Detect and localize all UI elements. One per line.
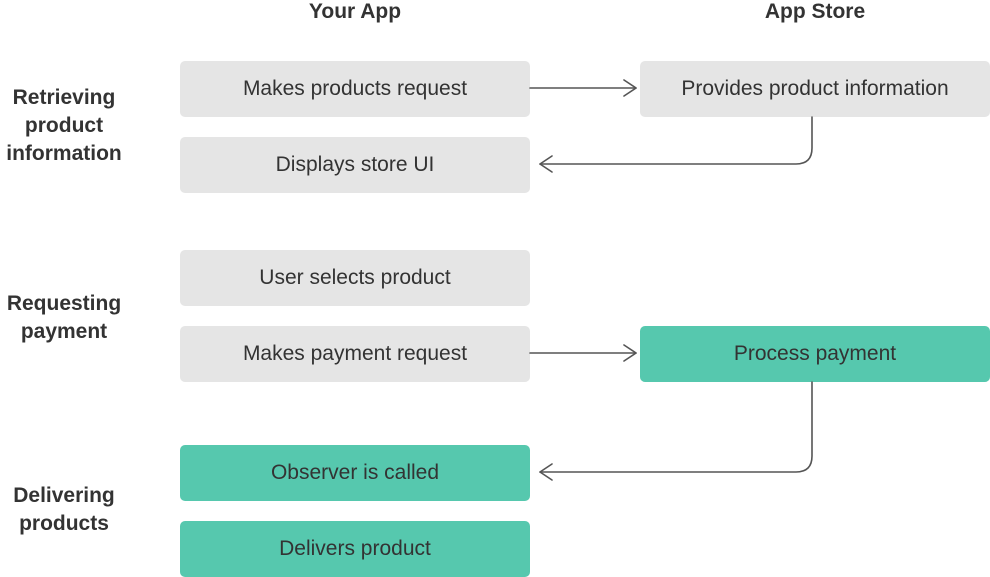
arrow-head — [623, 79, 637, 97]
arrow-head — [539, 463, 553, 481]
box-makes-products-request: Makes products request — [180, 61, 530, 117]
box-delivers-product: Delivers product — [180, 521, 530, 577]
arrow-process-to-observer — [539, 381, 813, 473]
section-label-line: products — [19, 512, 109, 535]
section-label-line: information — [6, 142, 122, 165]
box-user-selects-product: User selects product — [180, 250, 530, 306]
section-label-line: Retrieving — [12, 86, 116, 109]
column-header-app-store: App Store — [764, 0, 866, 23]
section-label-line: payment — [20, 320, 108, 343]
section-label-delivering: Delivering products — [0, 482, 128, 538]
box-provides-product-information: Provides product information — [640, 61, 990, 117]
box-displays-store-ui: Displays store UI — [180, 137, 530, 193]
arrow-head — [539, 155, 553, 173]
box-process-payment: Process payment — [640, 326, 990, 382]
arrow-provide-to-display — [539, 116, 813, 165]
section-label-line: product — [24, 114, 104, 137]
section-label-retrieving: Retrieving product information — [0, 84, 128, 168]
box-makes-payment-request: Makes payment request — [180, 326, 530, 382]
section-label-requesting: Requesting payment — [0, 290, 128, 346]
section-label-line: Requesting — [6, 292, 122, 315]
section-label-line: Delivering — [13, 484, 115, 507]
box-observer-is-called: Observer is called — [180, 445, 530, 501]
arrow-head — [623, 344, 637, 362]
column-header-your-app: Your App — [308, 0, 402, 23]
